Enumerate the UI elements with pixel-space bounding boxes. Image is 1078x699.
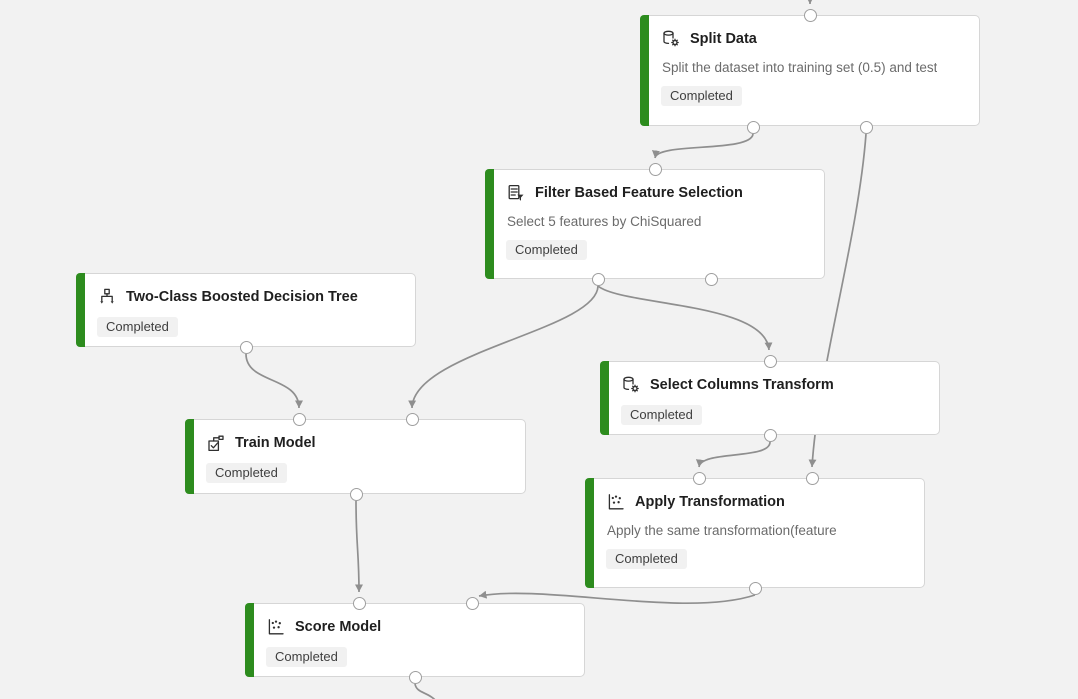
port-filter-output-1[interactable] (591, 272, 605, 286)
database-gear-icon (663, 30, 679, 47)
port-select-columns-output[interactable] (763, 428, 777, 442)
status-strip (76, 273, 85, 347)
status-badge: Completed (206, 463, 287, 483)
port-train-model-input-1[interactable] (292, 412, 306, 426)
node-score-model[interactable]: Score Model Completed (245, 603, 585, 677)
status-badge: Completed (606, 549, 687, 569)
port-select-columns-input[interactable] (763, 354, 777, 368)
port-score-model-input-2[interactable] (465, 596, 479, 610)
node-title: Train Model (235, 435, 316, 451)
status-badge: Completed (621, 405, 702, 425)
node-select-columns-transform[interactable]: Select Columns Transform Completed (600, 361, 940, 435)
status-strip (640, 15, 649, 126)
node-subtitle: Split the dataset into training set (0.5… (662, 60, 938, 75)
port-apply-transformation-input-2[interactable] (805, 471, 819, 485)
connection-edge[interactable] (354, 500, 363, 593)
status-badge: Completed (97, 317, 178, 337)
node-split-data[interactable]: Split Data Split the dataset into traini… (640, 15, 980, 126)
list-filter-icon (508, 184, 524, 201)
node-title: Split Data (690, 31, 757, 47)
connection-edge[interactable] (245, 353, 303, 409)
status-strip (600, 361, 609, 435)
port-score-model-output[interactable] (408, 670, 422, 684)
train-model-icon (208, 435, 224, 452)
port-split-data-output-1[interactable] (746, 120, 760, 134)
node-title: Select Columns Transform (650, 377, 834, 393)
port-split-data-input[interactable] (803, 8, 817, 22)
node-title: Filter Based Feature Selection (535, 185, 743, 201)
status-strip (585, 478, 594, 588)
port-score-model-input-1[interactable] (352, 596, 366, 610)
node-apply-transformation[interactable]: Apply Transformation Apply the same tran… (585, 478, 925, 588)
scatter-plot-icon (608, 494, 624, 510)
status-strip (185, 419, 194, 494)
port-filter-output-2[interactable] (704, 272, 718, 286)
node-train-model[interactable]: Train Model Completed (185, 419, 526, 494)
status-strip (245, 603, 254, 677)
connection-edge[interactable] (478, 590, 756, 604)
connection-edge[interactable] (597, 285, 773, 351)
status-strip (485, 169, 494, 279)
connection-edge[interactable] (652, 133, 754, 159)
database-gear-icon (623, 376, 639, 393)
node-title: Apply Transformation (635, 494, 785, 510)
status-badge: Completed (661, 86, 742, 106)
port-train-model-input-2[interactable] (405, 412, 419, 426)
node-subtitle: Select 5 features by ChiSquared (507, 214, 702, 229)
node-title: Score Model (295, 619, 382, 635)
status-badge: Completed (506, 240, 587, 260)
port-split-data-output-2[interactable] (859, 120, 873, 134)
port-apply-transformation-input-1[interactable] (692, 471, 706, 485)
status-badge: Completed (266, 647, 347, 667)
port-train-model-output[interactable] (349, 487, 363, 501)
node-filter-based-feature-selection[interactable]: Filter Based Feature Selection Select 5 … (485, 169, 825, 279)
port-decision-tree-output[interactable] (239, 340, 253, 354)
node-title: Two-Class Boosted Decision Tree (126, 289, 358, 305)
connection-edge[interactable] (695, 441, 771, 468)
node-subtitle: Apply the same transformation(feature (607, 523, 837, 538)
connection-edge[interactable] (414, 683, 438, 699)
connection-edge[interactable] (408, 285, 599, 409)
scatter-plot-icon (268, 619, 284, 635)
decision-tree-icon (100, 288, 114, 304)
node-two-class-boosted-decision-tree[interactable]: Two-Class Boosted Decision Tree Complete… (76, 273, 416, 347)
port-apply-transformation-output[interactable] (748, 581, 762, 595)
port-filter-input[interactable] (648, 162, 662, 176)
